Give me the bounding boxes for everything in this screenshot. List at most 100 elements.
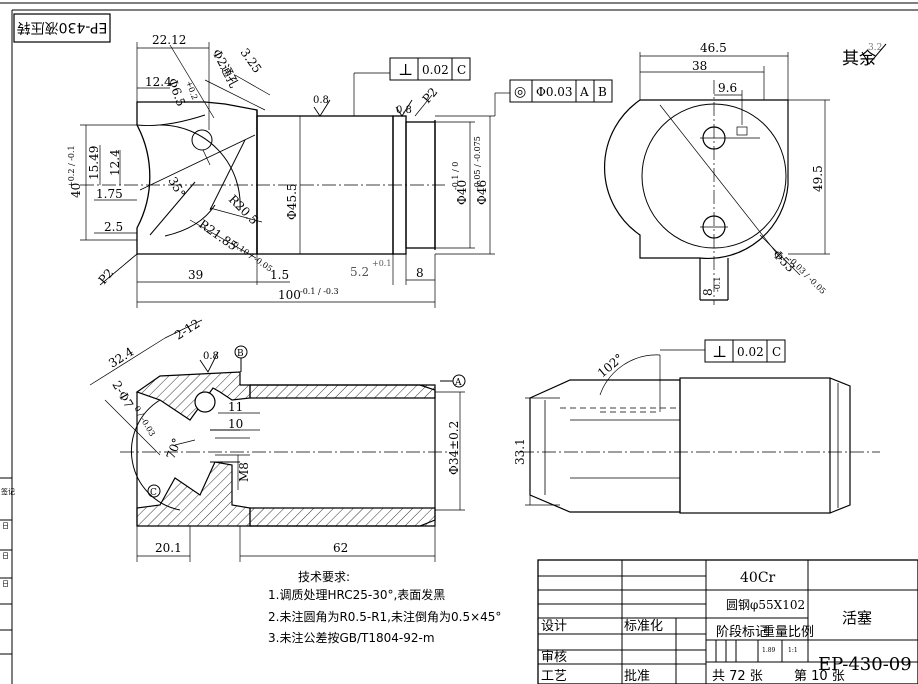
- dim-2-5: 2.5: [104, 220, 123, 234]
- tolerance-frame-coax: ◎ Φ0.03 A B: [509, 79, 613, 103]
- tech-requirements: 技术要求: 1.调质处理HRC25-30°,表面发黑 2.未注圆角为R0.5-R…: [268, 570, 501, 645]
- part-name: 活塞: [842, 609, 872, 627]
- corner-roughness-value: 3.2: [868, 43, 882, 53]
- dim-100-tol: -0.1 / -0.3: [300, 287, 339, 296]
- dim-40: 40: [69, 183, 83, 198]
- front-roughness-marks: 0.8 0.8: [313, 95, 413, 117]
- dim-1-75: 1.75: [96, 187, 123, 201]
- dim-phi6-5: Φ6.5: [165, 76, 188, 108]
- dim-5-2-tol: +0.1: [372, 259, 391, 268]
- dim-20-1: 20.1: [155, 541, 182, 555]
- datum-markers: B A C: [147, 345, 466, 498]
- dim-2-phi7-tol: 0 / -0.03: [132, 405, 156, 438]
- tolerance-frame-perp-top: ⊥ 0.02 C: [389, 57, 471, 81]
- perp-right-datum: C: [772, 345, 781, 359]
- weight-value: 1.89: [762, 647, 776, 654]
- dim-40-tol: +0.2 / -0.1: [67, 145, 76, 188]
- margin-label: 日: [2, 552, 9, 560]
- process-label: 工艺: [541, 669, 567, 684]
- standardize-label: 标准化: [624, 619, 663, 634]
- coax-datum-a: A: [579, 85, 589, 99]
- dim-phi2-thru: Φ2通孔: [209, 47, 241, 90]
- section-hatch-body-low: [249, 507, 436, 527]
- dim-8-side: 8: [701, 288, 715, 296]
- scale-label: 比例: [788, 625, 814, 640]
- dim-10: 10: [228, 417, 243, 431]
- dim-9-6: 9.6: [718, 81, 737, 95]
- tech-title: 技术要求:: [298, 570, 350, 584]
- dim-8-side-tol: -0.1: [713, 277, 722, 292]
- dim-p2-left: P2: [96, 266, 117, 287]
- side-view-dimensions: [639, 52, 830, 276]
- dim-100: 100: [278, 288, 301, 302]
- tolerance-frame-perp-right: ⊥ 0.02 C: [704, 339, 786, 363]
- weight-label: 重量: [762, 624, 788, 640]
- design-label: 设计: [541, 619, 567, 634]
- margin-label: 日: [2, 522, 9, 530]
- perp-value: 0.02: [422, 63, 449, 77]
- dim-32-4: 32.4: [106, 344, 136, 370]
- front-view-dimensions: [80, 42, 510, 308]
- dim-dia40: Φ40: [455, 180, 469, 205]
- dim-38: 38: [692, 59, 707, 73]
- tech-item: 2.未注圆角为R0.5-R1,未注倒角为0.5×45°: [268, 609, 501, 624]
- title-block-text: 40Cr 圆钢φ55X102 活塞 EP-430-09 阶段标记 重量 比例 1…: [541, 570, 912, 684]
- detail-view-dimensions: [525, 349, 705, 506]
- dim-33-1: 33.1: [513, 438, 527, 465]
- material: 40Cr: [740, 570, 776, 586]
- coax-symbol: ◎: [514, 84, 526, 100]
- dim-r20-5: R20.5: [226, 192, 261, 227]
- dim-p2-right: P2: [420, 85, 441, 106]
- margin-label: 签记: [1, 487, 15, 496]
- dim-dia40-tol: -0.1 / 0: [451, 162, 460, 190]
- front-view: [80, 101, 445, 255]
- datum-c: C: [150, 488, 157, 498]
- dim-3-25: 3.25: [238, 46, 265, 76]
- front-roughness-1: 0.8: [313, 95, 329, 106]
- side-view: [603, 80, 789, 305]
- dim-dia53-tol: -0.03 / -0.05: [787, 255, 828, 296]
- dim-2-phi7: 2-Φ7: [109, 379, 136, 411]
- left-margin-labels: 签记 日 日 日: [1, 487, 15, 588]
- tech-item: 3.未注公差按GB/T1804-92-m: [268, 630, 435, 645]
- dim-39: 39: [188, 268, 203, 282]
- dim-11: 11: [228, 400, 243, 414]
- dim-12-4-top: 12.4: [145, 75, 172, 89]
- dim-46-5: 46.5: [700, 41, 727, 55]
- front-roughness-2: 0.8: [396, 105, 412, 116]
- section-roughness-value: 0.8: [203, 351, 219, 362]
- perp-symbol: ⊥: [398, 60, 413, 79]
- margin-label: 日: [2, 580, 9, 588]
- head-outline: [136, 101, 258, 255]
- detail-view: [520, 355, 880, 514]
- dim-r21-85-tol: -0.10 / -0.05: [229, 238, 274, 273]
- dim-15-49: 15.49: [87, 146, 101, 180]
- dim-dia46-tol: -0.05 / -0.075: [473, 136, 482, 190]
- sheet-no: 第 10 张: [794, 669, 845, 684]
- datum-b: B: [237, 349, 244, 359]
- drawing-code-box: EP-430液压转: [13, 13, 111, 43]
- side-outline: [603, 99, 789, 260]
- dim-5-2: 5.2: [350, 265, 369, 279]
- dim-dia45-5: Φ45.5: [285, 183, 299, 220]
- drawing-code-text: EP-430液压转: [17, 19, 108, 35]
- corner-note-text: 其余: [842, 49, 876, 69]
- stock: 圆钢φ55X102: [726, 598, 805, 612]
- dim-70-deg: 70°: [164, 436, 184, 461]
- dim-22-12: 22.12: [152, 33, 186, 47]
- corner-roughness-note: 其余 3.2: [842, 43, 887, 69]
- drawing-no: EP-430-09: [818, 654, 912, 675]
- datum-a: A: [454, 378, 462, 388]
- section-roughness: 0.8: [199, 351, 219, 373]
- section-view-dimensions: [89, 319, 465, 562]
- roughness-symbol: [861, 43, 887, 65]
- perp-datum: C: [457, 63, 466, 77]
- perp-right-symbol: ⊥: [712, 342, 727, 361]
- section-hatch-lower: [136, 461, 251, 527]
- dim-62: 62: [333, 541, 348, 555]
- stage-label: 阶段标记: [716, 625, 768, 640]
- dim-dia46: Φ46: [475, 180, 489, 205]
- dim-2-12: 2-12: [172, 316, 202, 342]
